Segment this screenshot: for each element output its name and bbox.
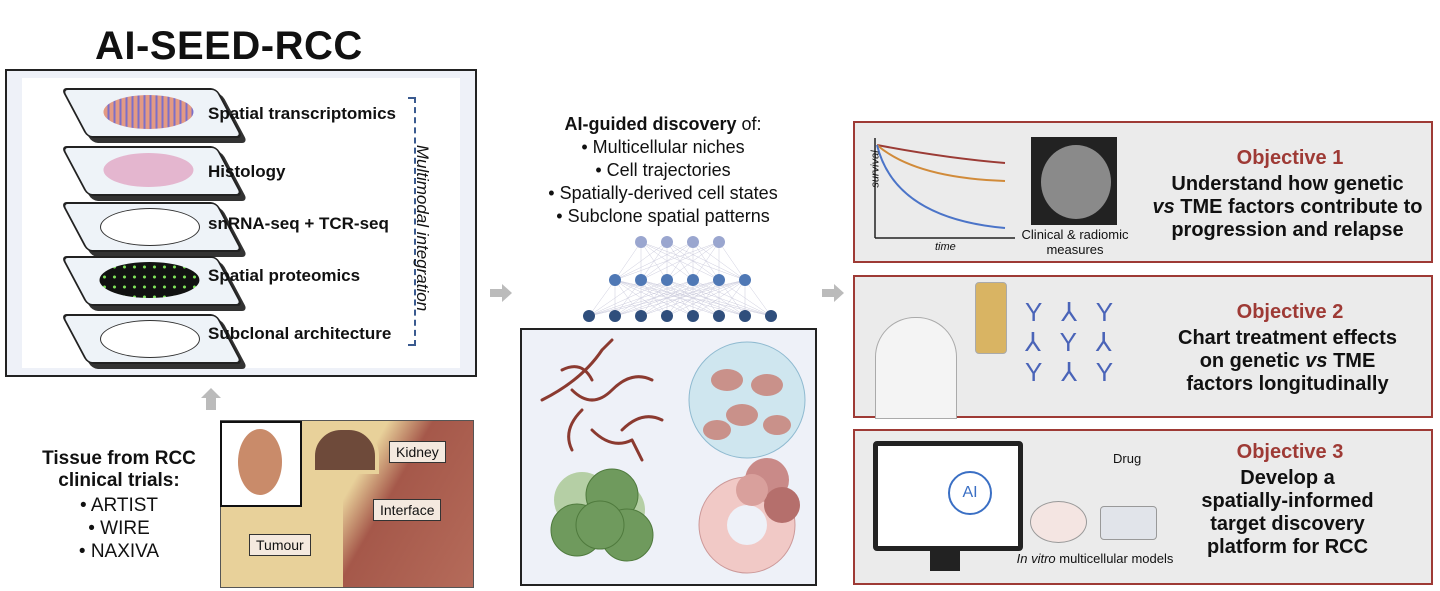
nn-node — [661, 310, 673, 322]
nn-edge — [614, 279, 746, 317]
discovery-item: Multicellular niches — [525, 136, 801, 159]
multicellular-niches-panel — [520, 328, 817, 586]
tumour-gland-icon — [698, 458, 800, 574]
nn-edge — [640, 241, 720, 281]
petri-dish-icon — [1030, 501, 1087, 543]
nn-edge — [614, 241, 668, 281]
nn-edge — [640, 279, 746, 317]
nn-node — [635, 236, 647, 248]
interface-label: Interface — [373, 499, 442, 521]
nn-edge — [692, 241, 720, 281]
nn-edge — [588, 279, 694, 317]
nn-node — [739, 274, 751, 286]
discovery-item: Cell trajectories — [525, 159, 801, 182]
nn-edge — [718, 279, 746, 317]
objective-title: Objective 1 — [1236, 147, 1344, 169]
drug-label: Drug — [1113, 451, 1142, 466]
modality-label: Subclonal architecture — [208, 324, 392, 343]
trial-list: • ARTIST • WIRE • NAXIVA — [24, 494, 214, 563]
nn-node — [635, 274, 647, 286]
patient-icon — [875, 317, 957, 419]
tissue-heading-2: clinical trials: — [58, 470, 180, 491]
discovery-item: Subclone spatial patterns — [525, 205, 801, 228]
nn-node — [661, 236, 673, 248]
diagram-title: AI-SEED-RCC — [95, 24, 363, 68]
modality-label: Histology — [208, 162, 286, 181]
objective-description: Understand how genetic vs TME factors co… — [1152, 173, 1423, 241]
nn-node — [713, 310, 725, 322]
trial-item: • WIRE — [88, 518, 150, 539]
arrow-up-stem — [206, 398, 216, 410]
kidney-label: Kidney — [389, 441, 446, 463]
arrow-right-icon — [822, 284, 844, 302]
nn-node — [687, 310, 699, 322]
nn-edge — [666, 241, 720, 281]
in-vitro-caption: In vitro multicellular models — [1016, 551, 1174, 566]
discovery-item: Spatially-derived cell states — [525, 182, 801, 205]
objective-description: Develop a spatially-informed target disc… — [1201, 467, 1374, 558]
nn-node — [635, 310, 647, 322]
ai-heading-bold: AI-guided discovery — [564, 114, 737, 134]
nn-edge — [614, 241, 642, 281]
nn-node — [713, 236, 725, 248]
modalities-panel-inner: Spatial transcriptomics Histology snRNA-… — [22, 78, 460, 368]
nn-edge — [666, 279, 746, 317]
trial-item: • NAXIVA — [78, 541, 160, 562]
chart-xlabel: time — [935, 241, 956, 253]
integration-label: Multimodal integration — [413, 144, 432, 312]
modality-label: Spatial transcriptomics — [208, 104, 397, 123]
nn-node — [687, 236, 699, 248]
monitor-icon: AI — [873, 441, 1023, 551]
nn-edge — [588, 279, 720, 317]
nn-node — [687, 274, 699, 286]
nn-edge — [614, 241, 720, 281]
nn-node — [609, 310, 621, 322]
arrow-right-icon — [490, 284, 512, 302]
stromal-niche-icon — [688, 341, 806, 459]
objective-title: Objective 2 — [1236, 301, 1344, 323]
monitor-stand — [930, 546, 960, 571]
immune-cluster-icon — [550, 468, 654, 562]
ct-scan-image — [1031, 137, 1117, 225]
objective-title: Objective 3 — [1236, 441, 1344, 463]
objective-description: Chart treatment effects on genetic vs TM… — [1178, 327, 1397, 395]
objective-3-card: AI Drug In vitro multicellular models Ob… — [853, 429, 1433, 585]
nn-node — [583, 310, 595, 322]
vasculature-icon — [540, 338, 664, 462]
kidney-inset-icon — [220, 421, 302, 507]
ai-heading-rest: of: — [736, 114, 762, 134]
tissue-heading-1: Tissue from RCC — [42, 448, 196, 469]
nn-edge — [588, 279, 668, 317]
tumour-label: Tumour — [249, 534, 311, 556]
trial-item: • ARTIST — [79, 495, 159, 516]
organ-chip-icon — [1100, 506, 1157, 540]
nn-node — [739, 310, 751, 322]
nn-edge — [588, 279, 616, 317]
chart-ylabel: survival — [869, 150, 882, 188]
nn-edge — [692, 279, 746, 317]
modality-label: snRNA-seq + TCR-seq — [208, 214, 389, 233]
nn-node — [765, 310, 777, 322]
nn-node — [609, 274, 621, 286]
nn-edge — [718, 241, 746, 281]
nn-node — [661, 274, 673, 286]
survival-curve-chart — [874, 138, 1015, 239]
iv-bag-icon — [975, 282, 1007, 354]
ai-discovery-text: AI-guided discovery of: Multicellular ni… — [525, 113, 801, 228]
nn-edge — [588, 279, 642, 317]
modality-label: Spatial proteomics — [208, 266, 361, 285]
nn-edge — [744, 279, 772, 317]
nn-node — [713, 274, 725, 286]
nn-edge — [614, 241, 694, 281]
antibodies-icon: Y ⅄ Y⅄ Y ⅄Y ⅄ Y — [1025, 297, 1120, 387]
arrow-up-icon — [201, 388, 221, 398]
integration-bracket — [408, 97, 420, 346]
neural-network-icon — [583, 236, 777, 322]
discovery-list: Multicellular niches Cell trajectories S… — [525, 136, 801, 228]
tissue-source: Tissue from RCC clinical trials: • ARTIS… — [24, 448, 214, 563]
ai-icon: AI — [948, 471, 992, 515]
objective-2-card: Y ⅄ Y⅄ Y ⅄Y ⅄ Y Objective 2 Chart treatm… — [853, 275, 1433, 419]
